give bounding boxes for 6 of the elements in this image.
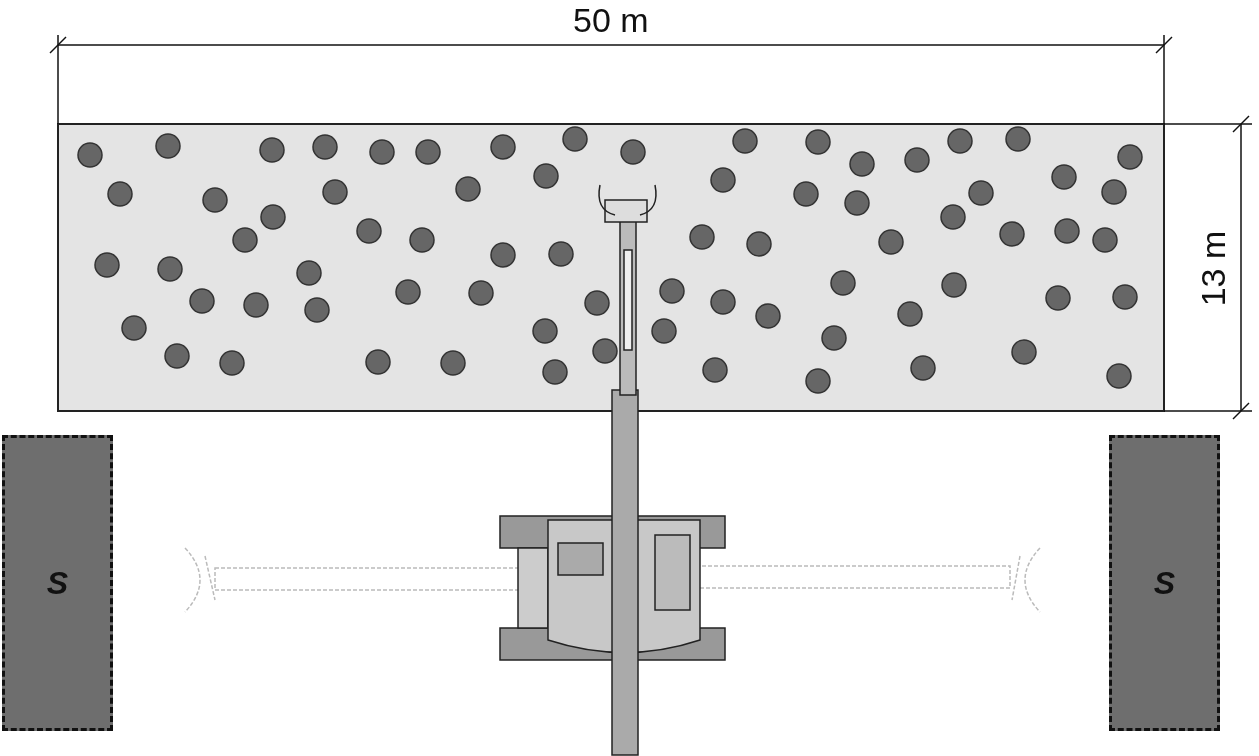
area-label: S [1153, 564, 1176, 602]
area-label: S [46, 564, 69, 602]
dimension-label: 13 m [1194, 230, 1234, 306]
storage-area [2, 435, 113, 731]
storage-area [1109, 435, 1220, 731]
dimension-label: 50 m [573, 0, 649, 40]
